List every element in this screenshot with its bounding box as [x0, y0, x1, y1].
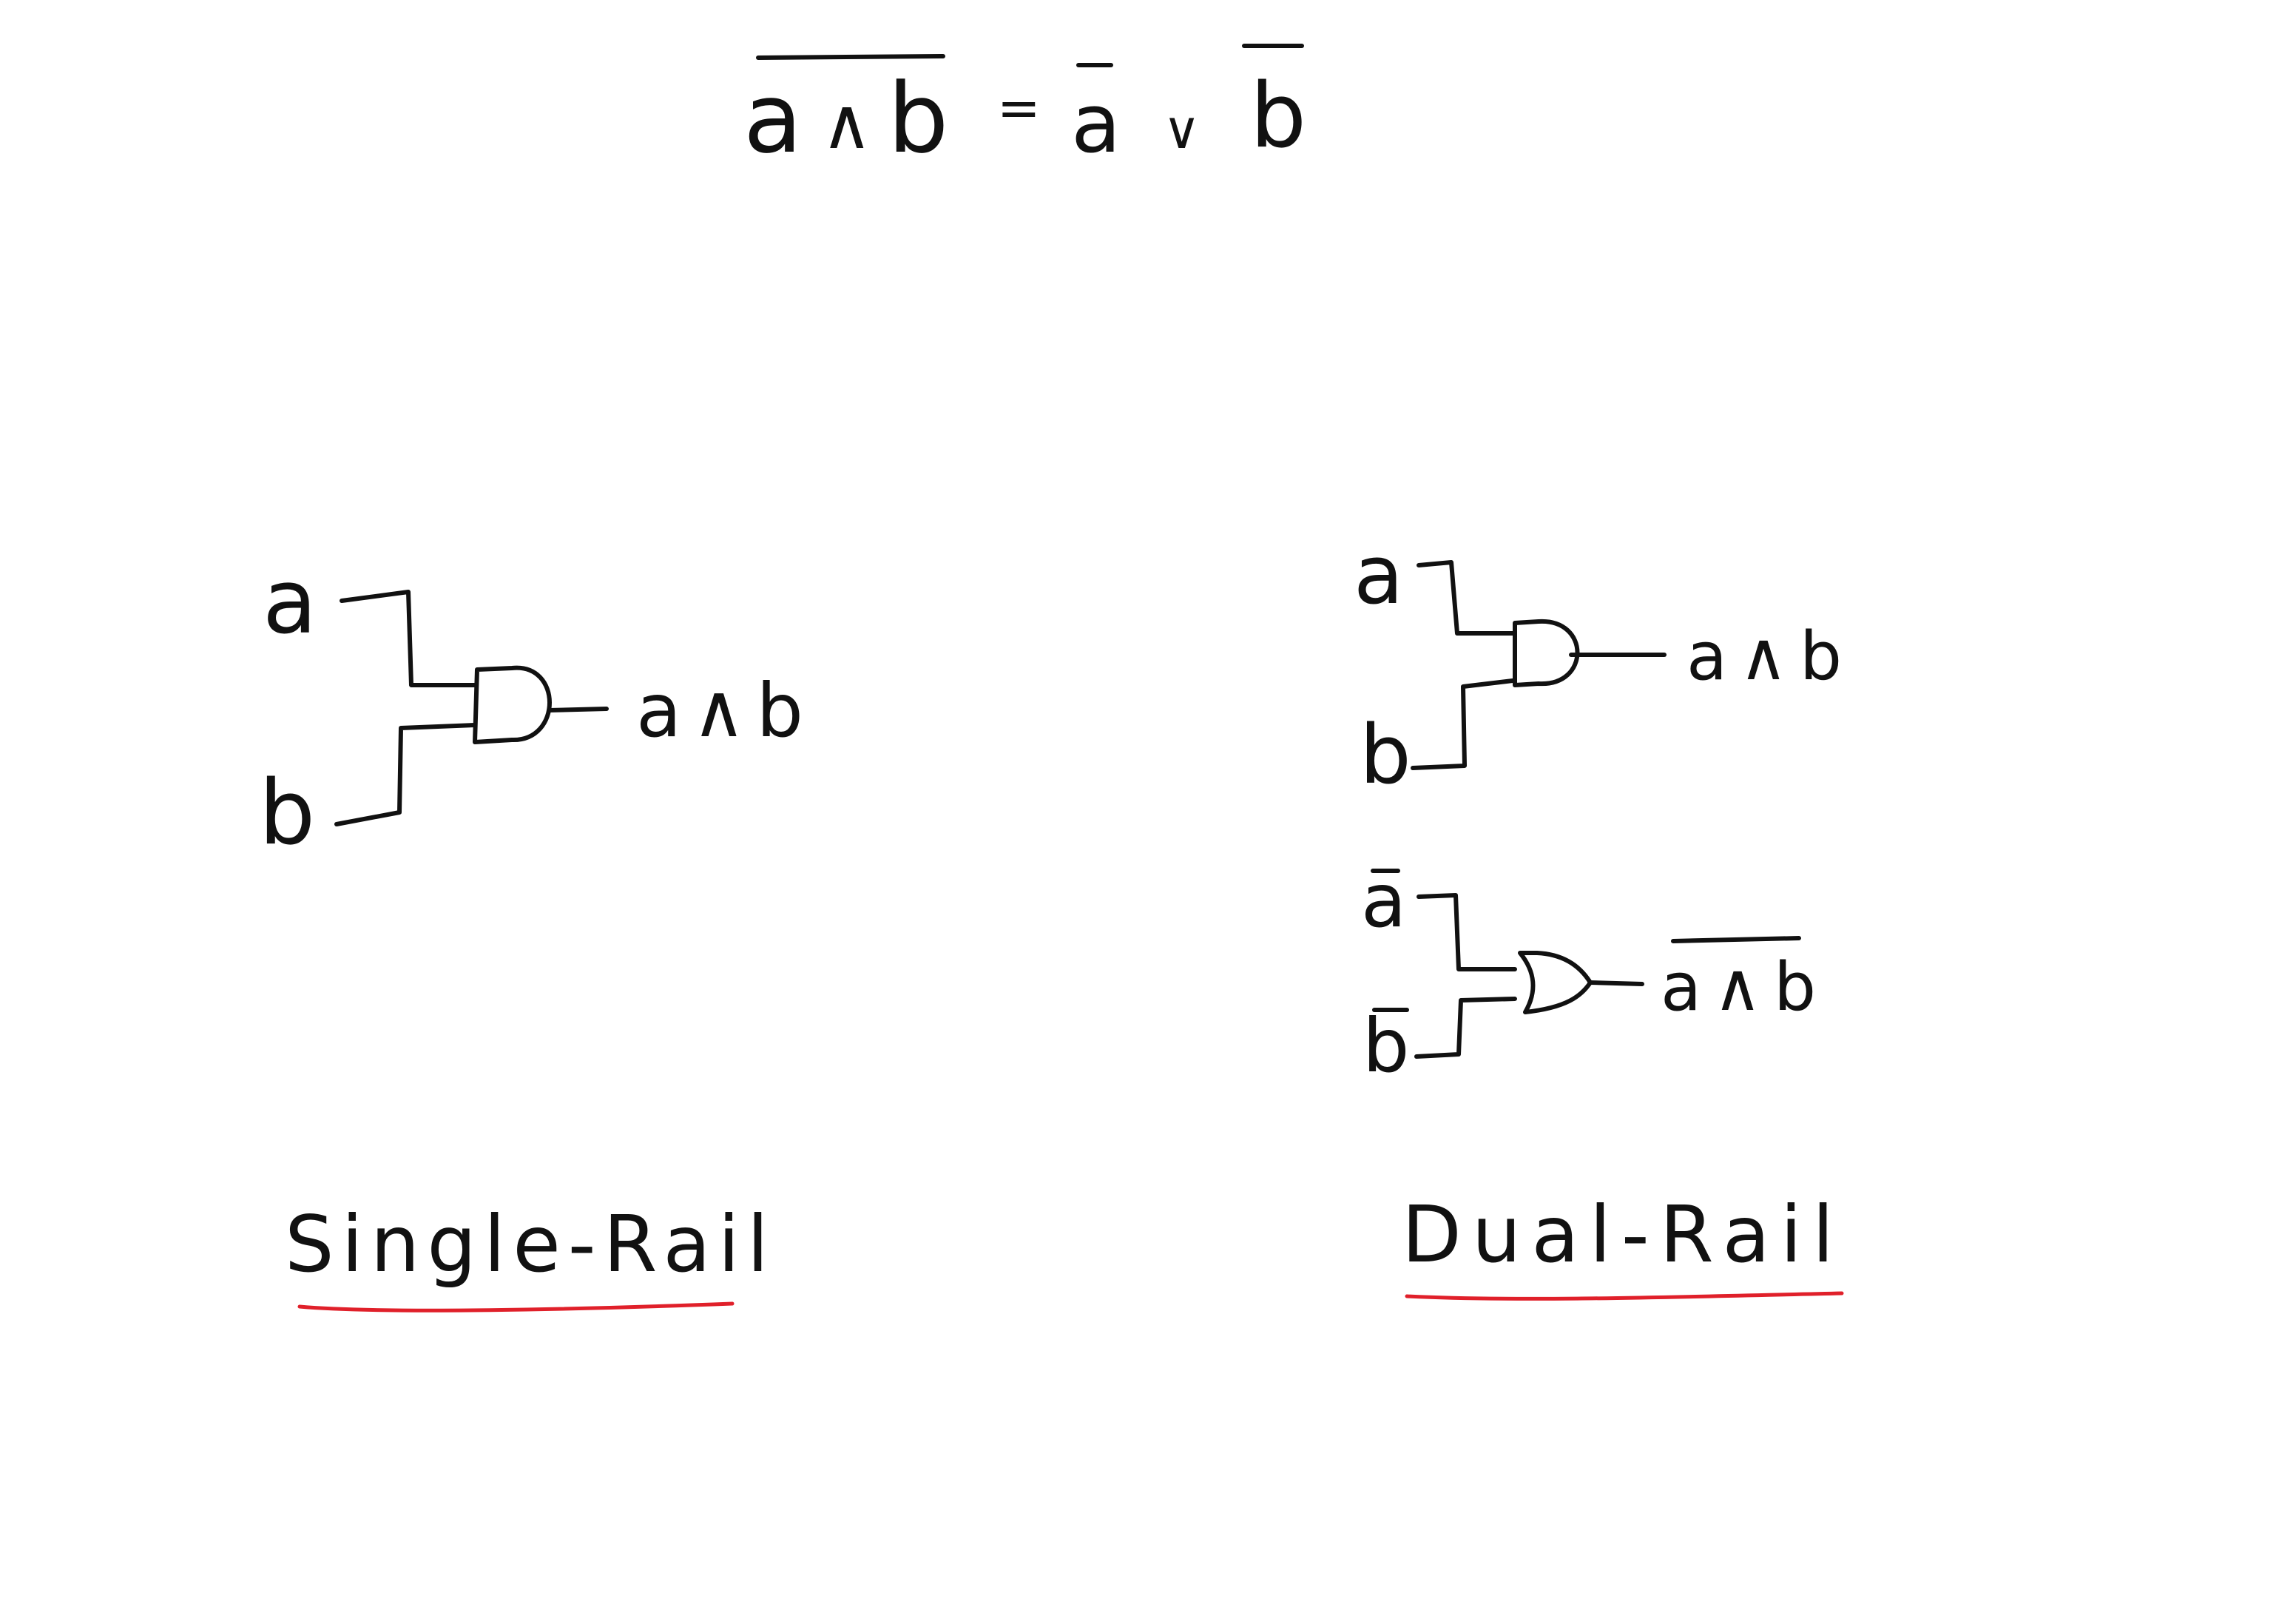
- single-rail-input-a: a: [263, 551, 317, 654]
- dual-rail-heading: Dual-Rail: [1402, 1190, 1844, 1301]
- single-rail-underline: [297, 1301, 735, 1313]
- single-rail-and-gate: [473, 665, 552, 744]
- equation-rhs-b: b: [1250, 65, 1306, 168]
- dual-rail-bottom-input-a: a: [1361, 858, 1406, 944]
- dual-rail-bottom-circuit: a b a∧b: [1361, 858, 1828, 1089]
- single-rail-input-b: b: [259, 762, 315, 865]
- single-rail-wire-a: [340, 590, 477, 687]
- dual-rail-bottom-output-wire: [1588, 980, 1644, 986]
- dual-rail-top-input-b: b: [1360, 707, 1411, 802]
- dual-rail-bottom-output-overbar: [1671, 936, 1801, 943]
- dual-rail-top-and-gate: [1513, 619, 1580, 687]
- equation-equals: =: [997, 78, 1041, 138]
- equation-lhs-overbar: [756, 54, 945, 60]
- single-rail-output-label: a∧b: [636, 667, 814, 754]
- dual-rail-underline: [1405, 1291, 1844, 1301]
- single-rail-heading: Single-Rail: [285, 1199, 776, 1313]
- dual-rail-top-wire-b: [1411, 678, 1515, 770]
- dual-rail-top-output-label: a∧b: [1686, 618, 1854, 695]
- dual-rail-bottom-output-label: a∧b: [1661, 949, 1828, 1026]
- dual-rail-bottom-wire-b: [1414, 997, 1517, 1059]
- de-morgan-equation: a ∧ b = a ∨ b: [743, 44, 1306, 175]
- equation-lhs-op: ∧: [821, 84, 873, 165]
- single-rail-circuit: a b a∧b: [259, 551, 814, 865]
- equation-lhs-a: a: [743, 62, 803, 175]
- single-rail-wire-b: [334, 723, 477, 826]
- dual-rail-top-input-a: a: [1354, 528, 1403, 622]
- single-rail-title: Single-Rail: [285, 1199, 776, 1290]
- equation-rhs-op: ∨: [1163, 100, 1201, 161]
- dual-rail-top-wire-a: [1417, 560, 1515, 636]
- dual-rail-top-circuit: a b a∧b: [1354, 528, 1854, 802]
- equation-rhs-a: a: [1071, 76, 1121, 171]
- dual-rail-bottom-or-gate: [1518, 951, 1593, 1014]
- dual-rail-title: Dual-Rail: [1402, 1190, 1844, 1280]
- dual-rail-bottom-input-b: b: [1363, 1003, 1409, 1089]
- equation-lhs-b: b: [888, 62, 949, 175]
- single-rail-output-wire: [547, 707, 609, 712]
- dual-rail-bottom-wire-a: [1417, 893, 1517, 971]
